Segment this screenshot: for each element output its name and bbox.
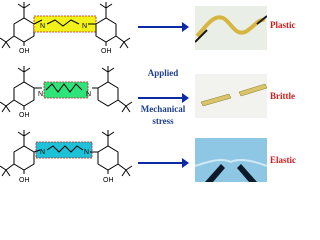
property-label-elastic: Elastic	[270, 155, 296, 165]
hydroxyl-label: OH	[103, 177, 114, 184]
crystal-photo-brittle	[195, 74, 267, 118]
hydroxyl-label: OH	[19, 48, 30, 55]
molecule-1: OH N N OH	[0, 2, 140, 58]
nitrogen-label: N	[84, 149, 89, 156]
crystal-photo-elastic	[195, 138, 267, 182]
molecule-2: OH N N	[0, 62, 140, 118]
nitrogen-label: N	[86, 91, 91, 98]
molecule-structure-1: OH N N OH	[0, 2, 131, 55]
molecule-structure-2: OH N N	[0, 66, 133, 118]
hydroxyl-label: OH	[19, 177, 30, 184]
nitrogen-label: N	[40, 149, 45, 156]
arrow-right-icon	[138, 22, 189, 32]
linker-highlight	[35, 141, 93, 159]
nitrogen-label: N	[82, 23, 87, 30]
molecule-structure-3: OH N N OH	[0, 130, 133, 184]
property-label-plastic: Plastic	[270, 20, 296, 30]
property-label-brittle: Brittle	[270, 91, 295, 101]
caption-mechanical: Mechanical	[140, 104, 186, 114]
nitrogen-label: N	[40, 23, 45, 30]
arrow-right-icon	[138, 158, 189, 168]
caption-stress: stress	[152, 116, 174, 126]
crystal-photo-plastic	[195, 6, 267, 50]
arrow-right-icon	[138, 93, 189, 103]
hydroxyl-label: OH	[101, 48, 112, 55]
hydroxyl-label: OH	[19, 112, 30, 118]
caption-applied: Applied	[147, 68, 179, 78]
molecule-3: OH N N OH	[0, 128, 140, 188]
nitrogen-label: N	[38, 91, 43, 98]
linker-highlight	[43, 81, 89, 99]
